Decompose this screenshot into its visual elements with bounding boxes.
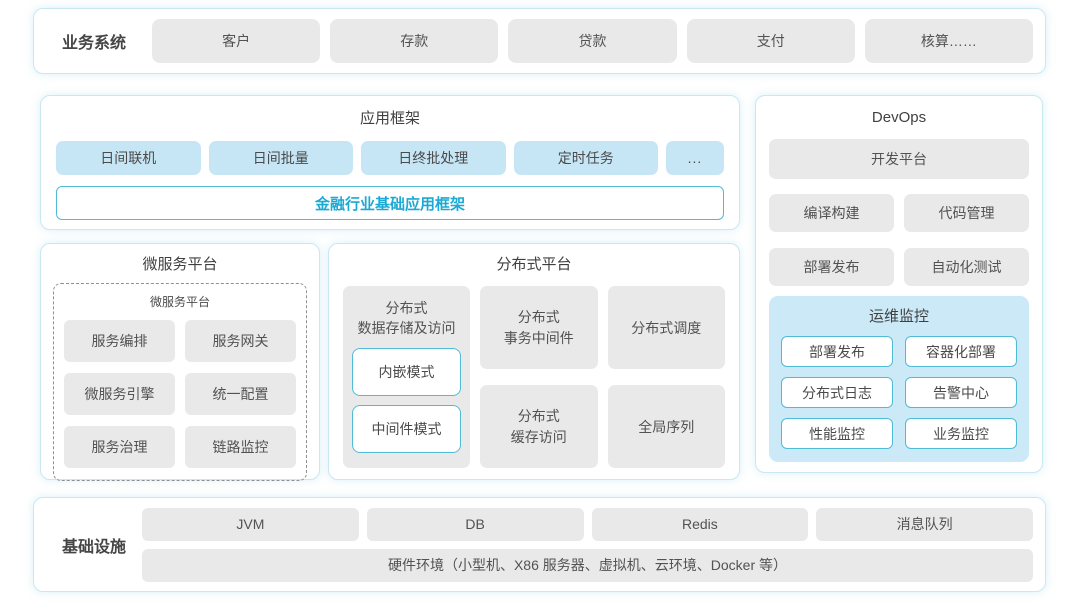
tool-build: 编译构建: [769, 194, 894, 232]
devops-panel: DevOps 开发平台 编译构建 代码管理 部署发布 自动化测试 运维监控 部署…: [755, 95, 1043, 473]
ms-trace-monitoring: 链路监控: [185, 426, 296, 468]
microservice-grid: 服务编排 服务网关 微服务引擎 统一配置 服务治理 链路监控: [64, 320, 296, 468]
global-sequence: 全局序列: [607, 385, 725, 468]
monitor-container-deploy: 容器化部署: [905, 336, 1017, 367]
ms-service-governance: 服务治理: [64, 426, 175, 468]
microservice-dashed-group: 微服务平台 服务编排 服务网关 微服务引擎 统一配置 服务治理 链路监控: [53, 283, 307, 481]
ops-monitoring-grid: 部署发布 容器化部署 分布式日志 告警中心 性能监控 业务监控: [781, 336, 1017, 449]
storage-embedded-mode: 内嵌模式: [352, 347, 461, 396]
distributed-panel: 分布式平台 分布式 数据存储及访问 内嵌模式 中间件模式 分布式 事务中间件 分…: [328, 243, 740, 480]
ops-monitoring-panel: 运维监控 部署发布 容器化部署 分布式日志 告警中心 性能监控 业务监控: [769, 296, 1029, 462]
financial-base-framework: 金融行业基础应用框架: [56, 186, 724, 220]
hardware-environment: 硬件环境（小型机、X86 服务器、虚拟机、云环境、Docker 等）: [142, 548, 1033, 582]
app-framework-title: 应用框架: [359, 110, 420, 127]
ms-engine: 微服务引擎: [64, 373, 175, 415]
monitor-performance: 性能监控: [781, 418, 893, 449]
distributed-storage-label: 分布式 数据存储及访问: [357, 300, 456, 337]
module-scheduled-task: 定时任务: [513, 141, 658, 175]
app-framework-modules: 日间联机 日间批量 日终批处理 定时任务 ...: [56, 141, 724, 175]
module-eod-batch: 日终批处理: [361, 141, 506, 175]
distributed-title: 分布式平台: [496, 256, 572, 273]
distributed-cache-access: 分布式 缓存访问: [480, 385, 598, 468]
monitor-deploy-release: 部署发布: [781, 336, 893, 367]
distributed-scheduling: 分布式调度: [607, 286, 725, 369]
distributed-storage-group: 分布式 数据存储及访问 内嵌模式 中间件模式: [343, 286, 470, 468]
tool-deploy-release: 部署发布: [769, 248, 894, 286]
distributed-col-2: 分布式调度 全局序列: [607, 286, 725, 468]
tool-automated-testing: 自动化测试: [904, 248, 1029, 286]
ops-monitoring-title: 运维监控: [868, 308, 929, 325]
app-framework-panel: 应用框架 日间联机 日间批量 日终批处理 定时任务 ... 金融行业基础应用框架: [40, 95, 740, 230]
tool-code-management: 代码管理: [904, 194, 1029, 232]
microservice-inner-title: 微服务平台: [149, 295, 210, 309]
ms-service-orchestration: 服务编排: [64, 320, 175, 362]
module-daytime-online: 日间联机: [56, 141, 201, 175]
business-systems-panel: 业务系统 客户 存款 贷款 支付 核算……: [33, 8, 1046, 74]
business-node-customer: 客户: [152, 19, 321, 63]
infra-redis: Redis: [591, 507, 809, 541]
module-more: ...: [666, 141, 724, 175]
infra-db: DB: [366, 507, 584, 541]
infra-message-queue: 消息队列: [816, 507, 1033, 541]
infrastructure-content: JVM DB Redis 消息队列 硬件环境（小型机、X86 服务器、虚拟机、云…: [142, 507, 1033, 582]
infra-jvm: JVM: [142, 507, 359, 541]
storage-middleware-mode: 中间件模式: [352, 404, 461, 453]
distributed-col-1: 分布式 事务中间件 分布式 缓存访问: [480, 286, 598, 468]
infrastructure-panel: 基础设施 JVM DB Redis 消息队列 硬件环境（小型机、X86 服务器、…: [33, 497, 1046, 592]
business-node-deposit: 存款: [330, 19, 499, 63]
microservice-panel: 微服务平台 微服务平台 服务编排 服务网关 微服务引擎 统一配置 服务治理 链路…: [40, 243, 320, 481]
business-node-payment: 支付: [686, 19, 855, 63]
devops-title: DevOps: [871, 109, 927, 126]
business-node-loan: 贷款: [508, 19, 677, 63]
microservice-title: 微服务平台: [142, 256, 218, 273]
infrastructure-label: 基础设施: [61, 538, 126, 556]
monitor-business: 业务监控: [905, 418, 1017, 449]
infrastructure-row: JVM DB Redis 消息队列: [142, 507, 1033, 541]
ms-unified-config: 统一配置: [185, 373, 296, 415]
ms-service-gateway: 服务网关: [185, 320, 296, 362]
business-node-accounting: 核算……: [864, 19, 1034, 63]
devops-tools-grid: 编译构建 代码管理 部署发布 自动化测试: [769, 194, 1029, 286]
module-daytime-batch: 日间批量: [208, 141, 353, 175]
monitor-alert-center: 告警中心: [905, 377, 1017, 408]
business-systems-label: 业务系统: [61, 35, 126, 52]
dev-platform-node: 开发平台: [769, 139, 1029, 179]
distributed-body: 分布式 数据存储及访问 内嵌模式 中间件模式 分布式 事务中间件 分布式 缓存访…: [343, 286, 725, 468]
monitor-distributed-log: 分布式日志: [781, 377, 893, 408]
distributed-transaction-middleware: 分布式 事务中间件: [480, 286, 598, 369]
